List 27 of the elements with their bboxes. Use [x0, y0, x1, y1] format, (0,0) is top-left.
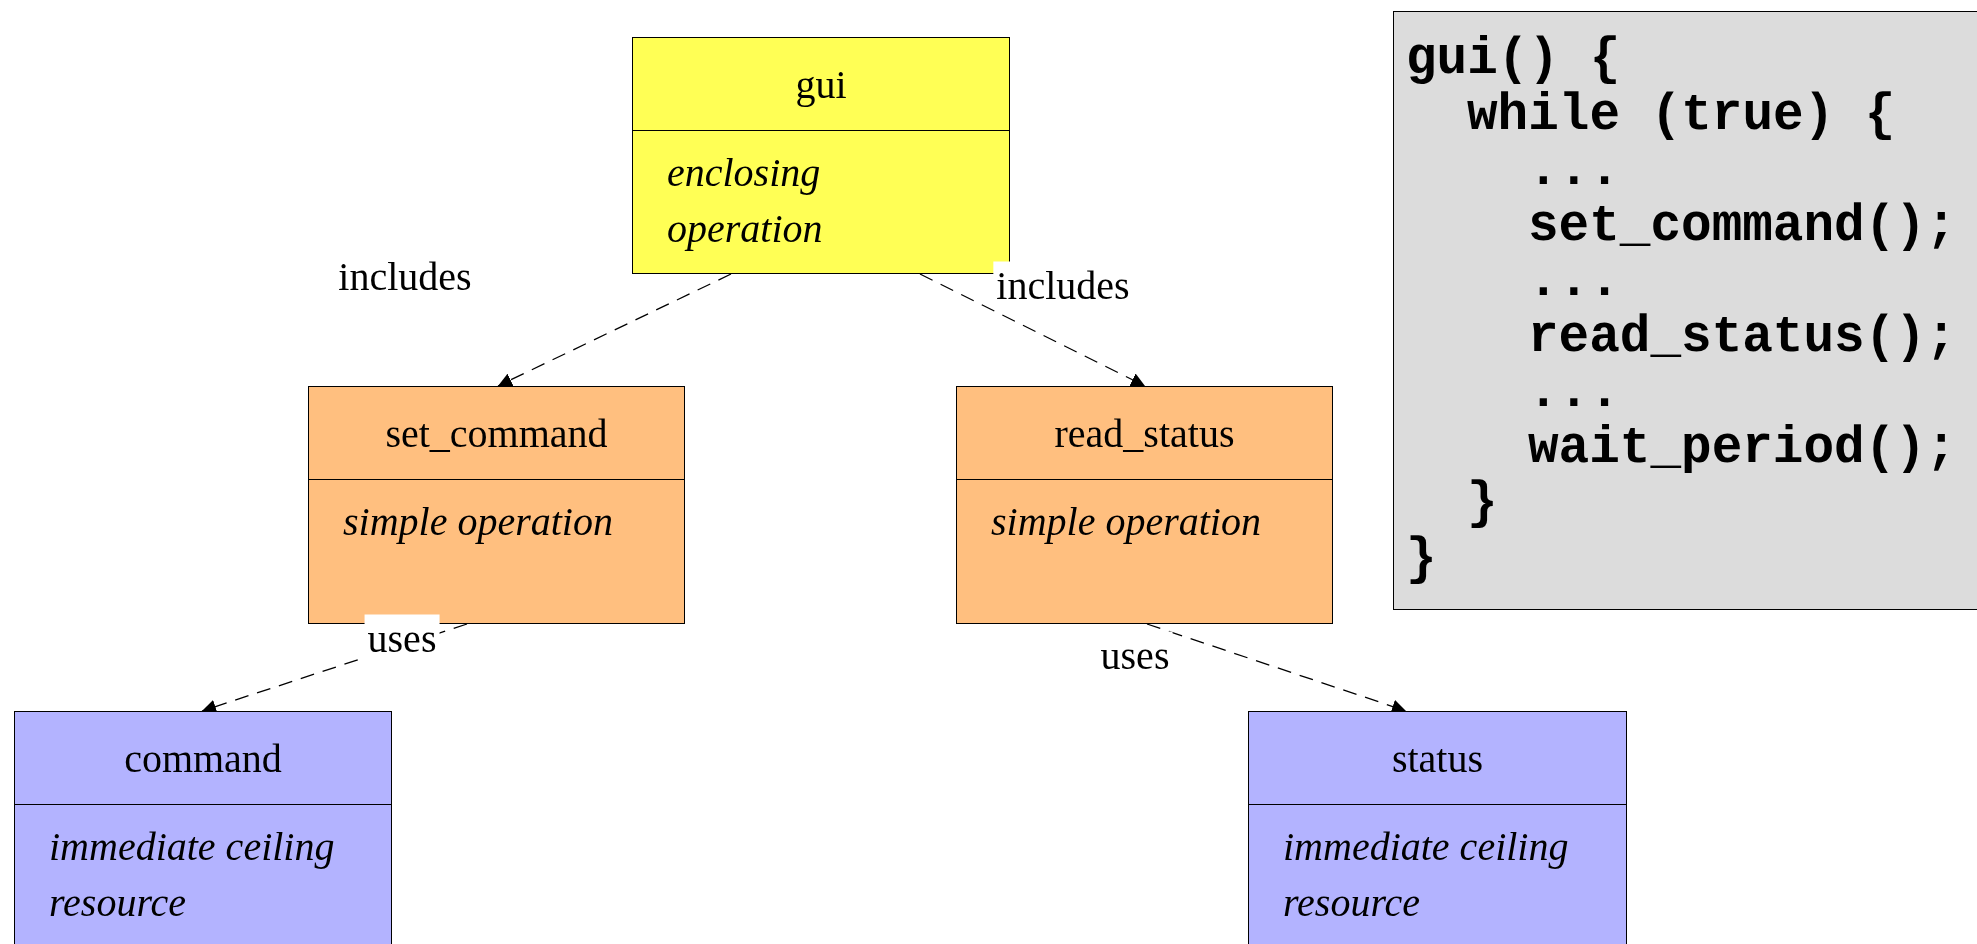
- code-line: ...: [1527, 365, 1621, 421]
- code-line: ...: [1527, 254, 1621, 310]
- class-name: status: [1391, 734, 1484, 782]
- class-name: set_command: [385, 409, 608, 457]
- class-box: [308, 386, 685, 624]
- code-panel: [1393, 11, 1977, 610]
- class-description: immediate ceiling resource: [1282, 823, 1570, 927]
- class-box: [1248, 711, 1627, 944]
- code-line: wait_period();: [1527, 420, 1958, 476]
- code-line: ...: [1527, 143, 1621, 199]
- class-name: read_status: [1054, 409, 1235, 457]
- class-box: [14, 711, 392, 944]
- code-line: set_command();: [1527, 198, 1958, 254]
- class-box: [956, 386, 1333, 624]
- class-description: simple operation: [990, 498, 1262, 546]
- code-line: while (true) {: [1466, 87, 1897, 143]
- class-name: gui: [795, 60, 847, 108]
- class-name: command: [124, 734, 282, 782]
- class-description: simple operation: [342, 498, 614, 546]
- code-line: }: [1406, 531, 1438, 587]
- class-description: immediate ceiling resource: [48, 823, 336, 927]
- code-line: }: [1466, 476, 1499, 532]
- dashed-arrow: [919, 273, 1146, 387]
- code-line: read_status();: [1527, 309, 1958, 365]
- dashed-arrow: [497, 273, 732, 387]
- code-line: gui() {: [1406, 32, 1622, 88]
- class-description: enclosing operation: [666, 149, 824, 253]
